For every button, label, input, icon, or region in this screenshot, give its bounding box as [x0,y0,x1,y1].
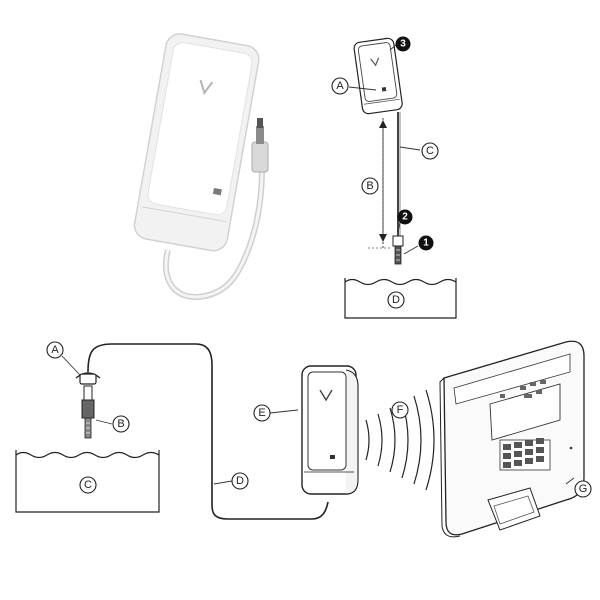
callout-top-c: C [421,142,439,160]
svg-text:A: A [51,344,59,356]
callout-bottom-e: E [253,404,271,422]
svg-text:D: D [392,294,400,306]
svg-text:B: B [117,418,124,430]
probe-plug-icon [75,372,101,439]
svg-text:D: D [236,475,244,487]
svg-text:1: 1 [423,238,429,249]
svg-text:3: 3 [400,39,406,50]
svg-text:2: 2 [402,212,408,223]
control-panel-icon [439,340,585,538]
step-3-badge: 3 [395,36,411,52]
svg-text:E: E [258,407,265,419]
svg-text:G: G [579,483,588,495]
probe-cable [87,343,329,520]
water-container [15,450,160,513]
callout-bottom-c: C [79,476,97,494]
svg-text:C: C [426,145,434,157]
callout-top-a: A [331,77,349,95]
flood-detector-icon [133,33,269,300]
svg-text:A: A [336,80,344,92]
detector-front [301,365,359,495]
step-1-badge: 1 [418,235,434,251]
svg-text:B: B [366,180,373,192]
callout-bottom-f: F [391,401,409,419]
svg-text:F: F [397,404,404,416]
step-2-badge: 2 [397,209,413,225]
svg-text:C: C [84,479,92,491]
callout-bottom-b: B [112,415,130,433]
side-view-assembly [344,37,457,319]
callout-top-d: D [387,291,405,309]
callout-bottom-d: D [231,472,249,490]
callout-top-b: B [361,177,379,195]
callout-bottom-g: G [574,480,592,498]
callout-bottom-a: A [46,341,64,359]
